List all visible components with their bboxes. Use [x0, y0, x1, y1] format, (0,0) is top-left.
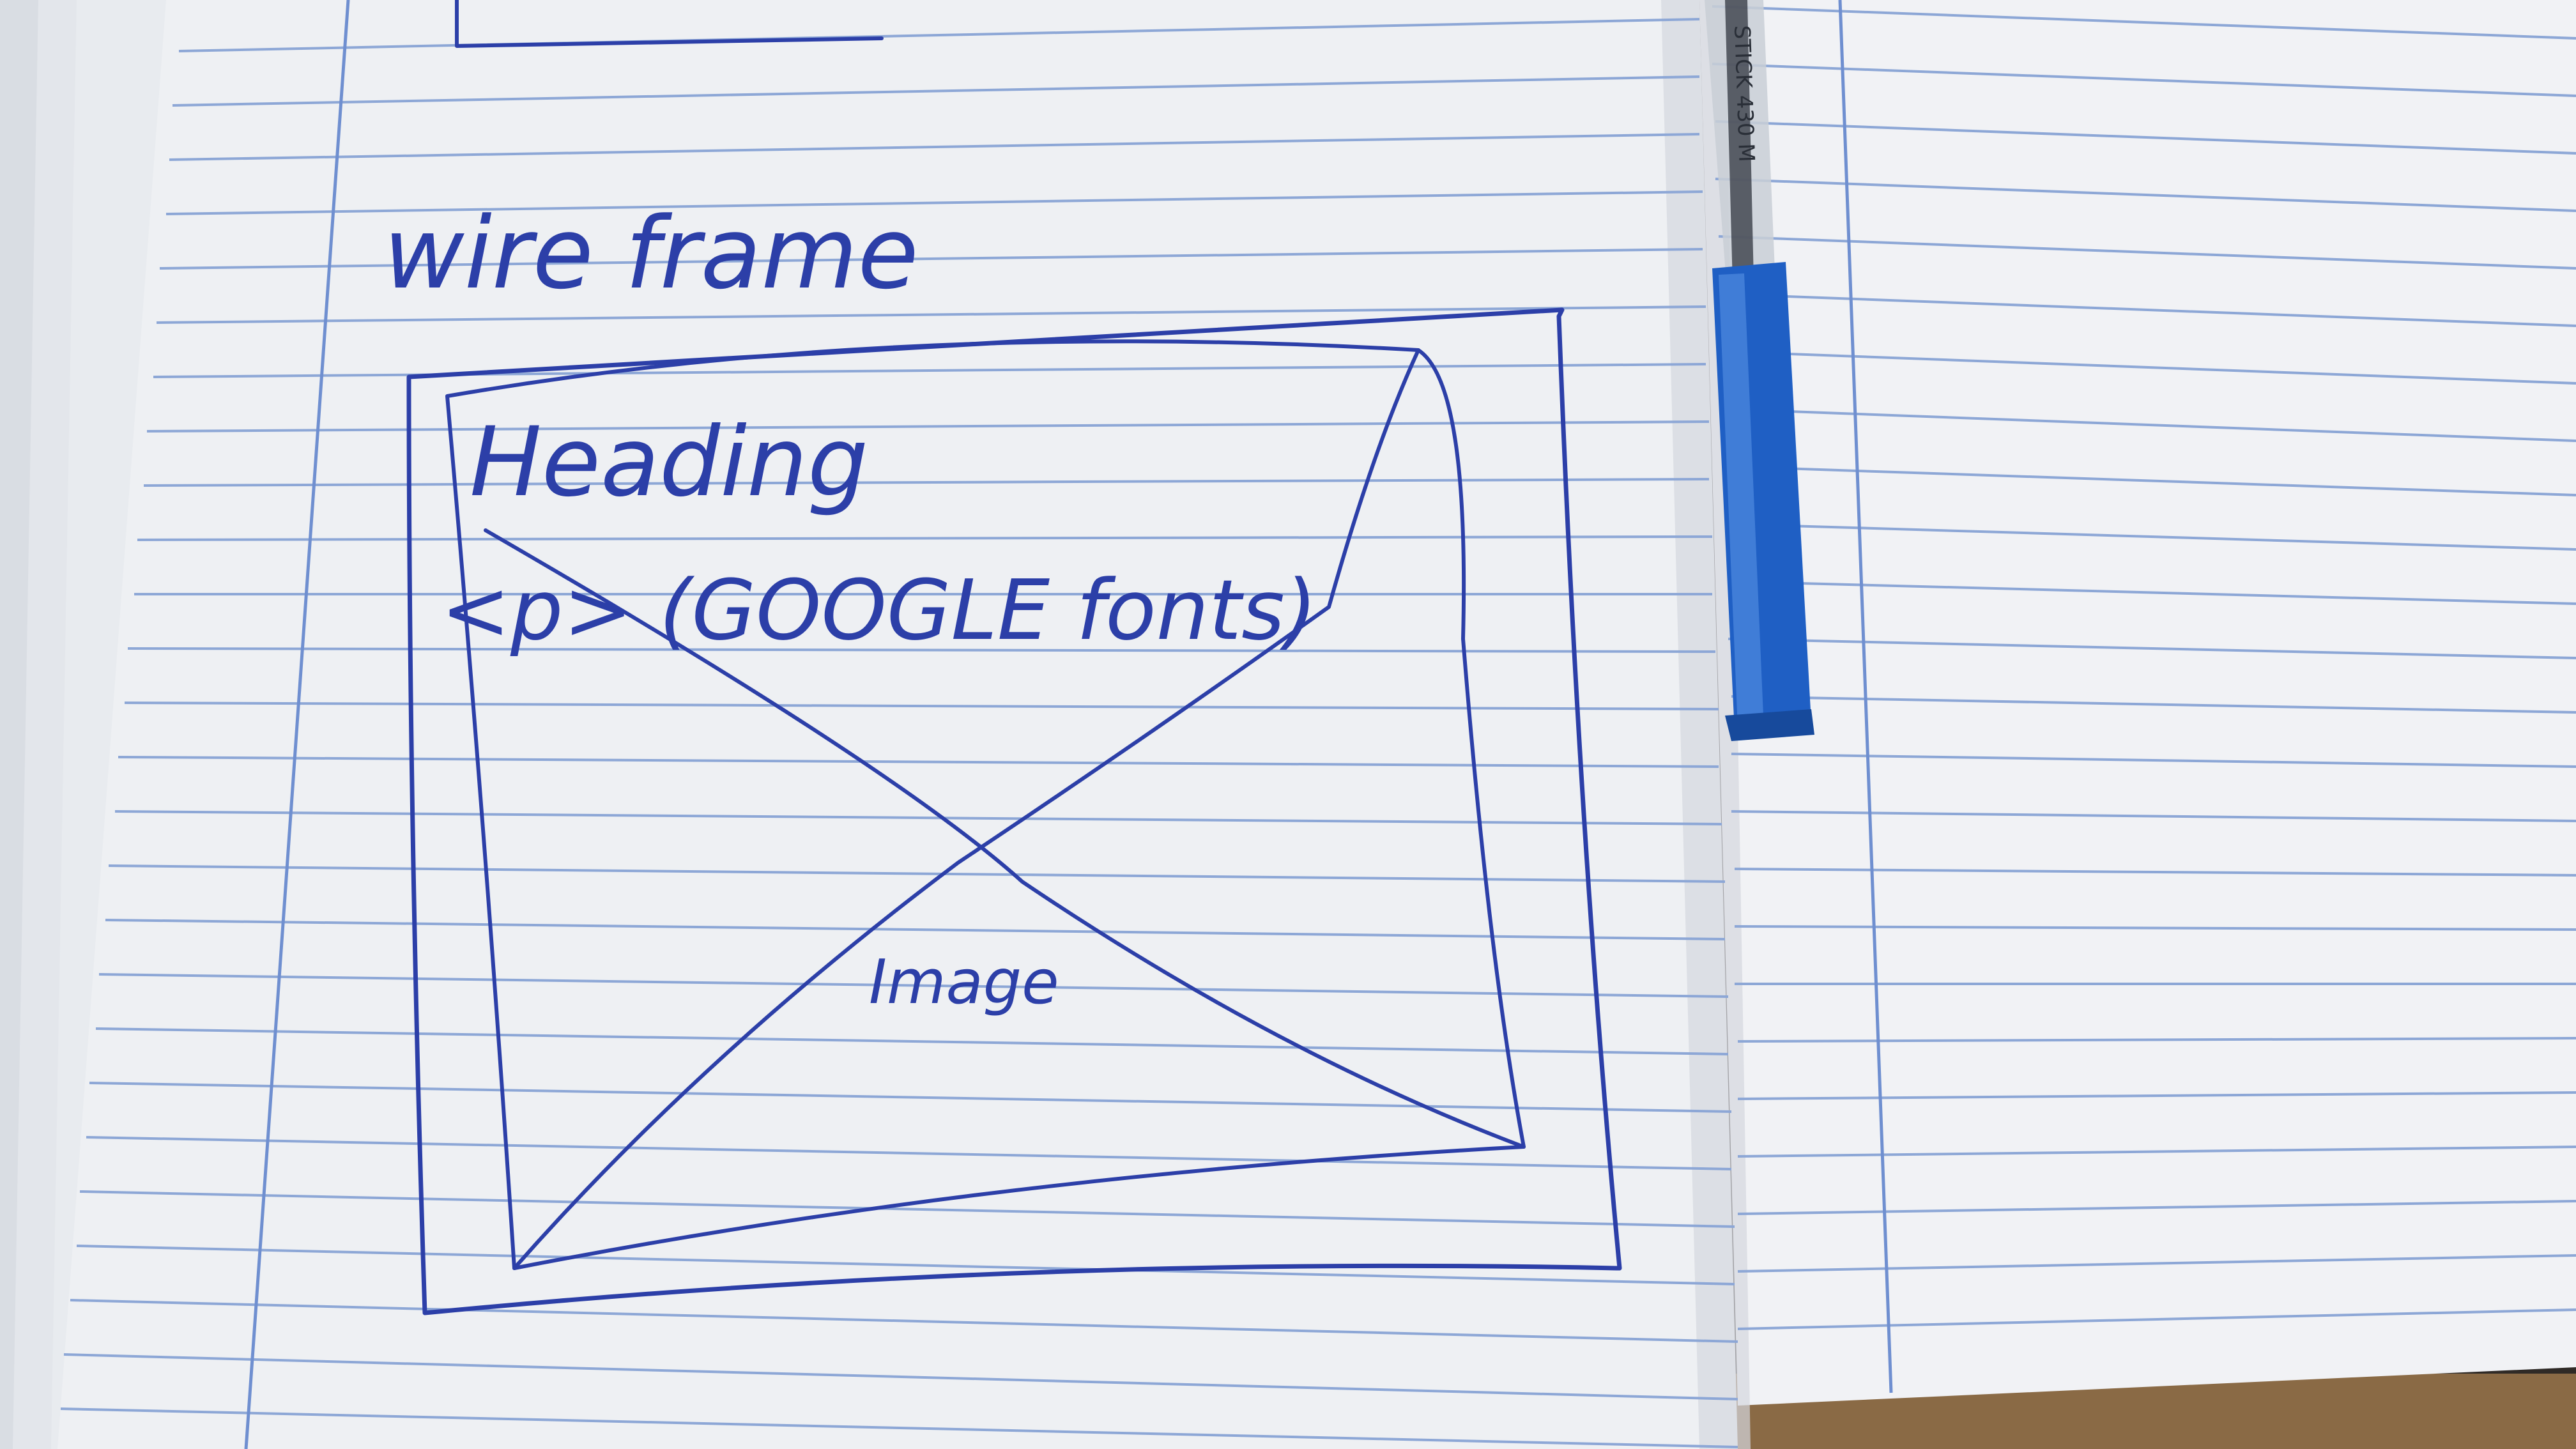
image-placeholder-diagonal-1: [484, 528, 1526, 1149]
left-page-margin-line: [244, 0, 350, 1449]
image-placeholder-diagonal-2: [512, 348, 1420, 1270]
ballpoint-pen: STICK 430 M: [1705, 0, 1814, 741]
previous-sketch-box: [455, 0, 884, 48]
left-page-rule-lines: [60, 18, 1738, 1448]
pen-cap-highlight: [1719, 273, 1763, 728]
left-page: [57, 0, 1738, 1449]
pen-imprint: STICK 430 M: [1729, 25, 1759, 163]
pen-ink-tube: [1725, 0, 1754, 284]
right-page-margin-line: [1838, 0, 1893, 1393]
sketch-title: wire frame: [383, 195, 919, 311]
sketch-paragraph: <p> (GOOGLE fonts): [441, 562, 1317, 659]
wireframe-inner-frame: [445, 339, 1526, 1270]
sketch-image-label: Image: [869, 947, 1059, 1018]
sketch-heading: Heading: [470, 407, 868, 518]
wireframe-outer-frame: [406, 307, 1622, 1315]
pen-cap-end: [1725, 709, 1814, 741]
right-page: [1699, 0, 2576, 1406]
